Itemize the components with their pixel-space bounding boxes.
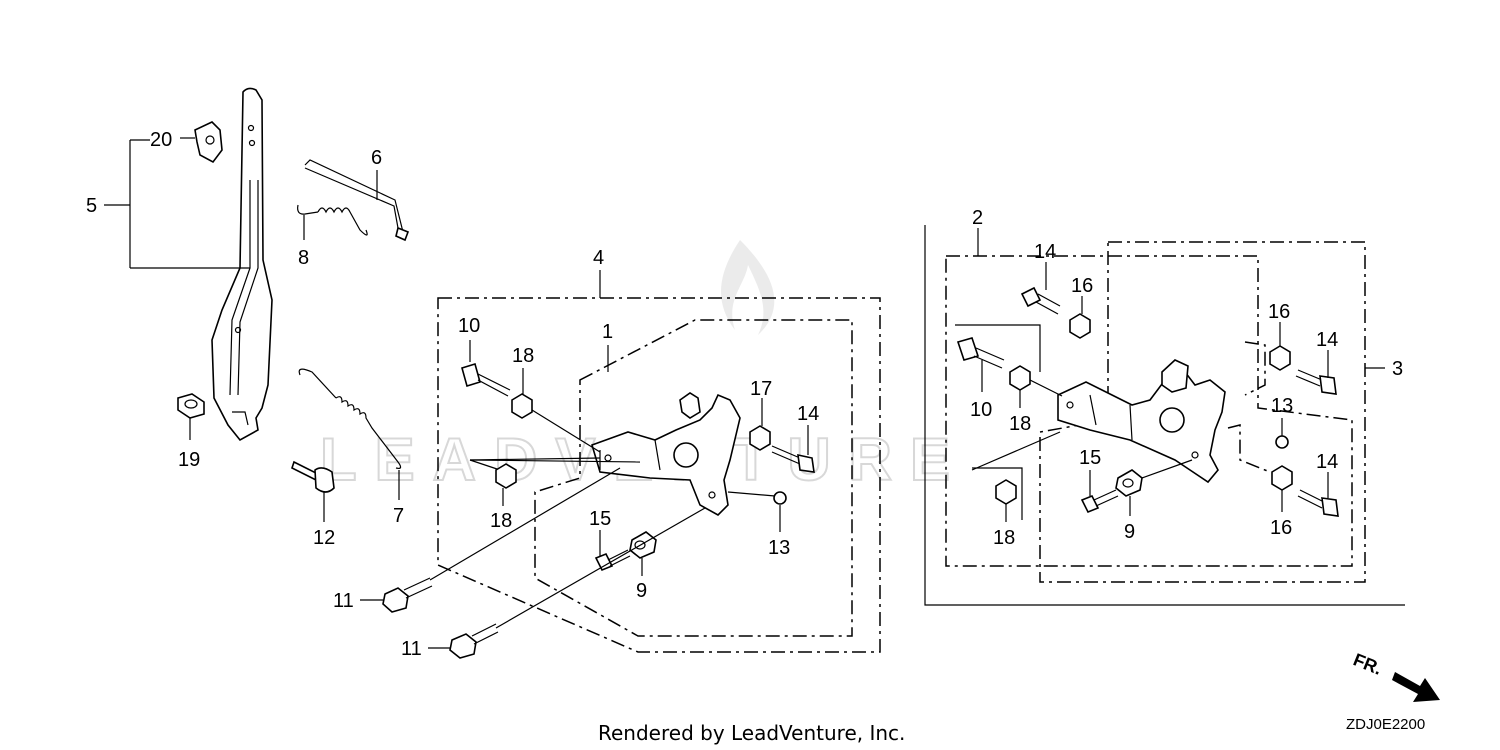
control-lever-part[interactable] bbox=[211, 87, 273, 442]
callout-16a[interactable]: 16 bbox=[1071, 275, 1093, 297]
callout-11a[interactable]: 11 bbox=[333, 590, 354, 612]
bolt-14-mid-part[interactable] bbox=[771, 445, 815, 473]
callout-16b[interactable]: 16 bbox=[1268, 301, 1290, 323]
bolt-11-lower-part[interactable] bbox=[449, 623, 499, 659]
callout-10a[interactable]: 10 bbox=[458, 315, 480, 337]
callout-2[interactable]: 2 bbox=[972, 207, 983, 229]
pivot-bolt-part[interactable] bbox=[291, 460, 335, 493]
callout-1[interactable]: 1 bbox=[602, 321, 613, 343]
callout-19[interactable]: 19 bbox=[178, 449, 200, 471]
callout-13a[interactable]: 13 bbox=[768, 537, 790, 559]
assembly-1-outline bbox=[534, 319, 853, 637]
callout-7[interactable]: 7 bbox=[393, 505, 404, 527]
callout-14d[interactable]: 14 bbox=[1316, 451, 1338, 473]
bolt-14-right-upper-part[interactable] bbox=[1295, 369, 1337, 395]
callout-10b[interactable]: 10 bbox=[970, 399, 992, 421]
screw-15-right-part[interactable] bbox=[1080, 489, 1119, 514]
clip-13-right-part[interactable] bbox=[1275, 435, 1289, 449]
callout-11b[interactable]: 11 bbox=[401, 638, 422, 660]
callout-20[interactable]: 20 bbox=[150, 129, 172, 151]
callout-16c[interactable]: 16 bbox=[1270, 517, 1292, 539]
bolt-14-right-lower-part[interactable] bbox=[1297, 489, 1339, 517]
arrow-icon bbox=[1392, 672, 1440, 702]
assembly-4-outline bbox=[437, 297, 881, 653]
callout-17[interactable]: 17 bbox=[750, 378, 772, 400]
footer-credit: Rendered by LeadVenture, Inc. bbox=[598, 721, 905, 745]
control-bracket-right-part[interactable] bbox=[1057, 359, 1226, 484]
nut-16-top-part[interactable] bbox=[1069, 313, 1091, 339]
nut-18-right-upper-part[interactable] bbox=[1009, 365, 1031, 391]
callout-18d[interactable]: 18 bbox=[993, 527, 1015, 549]
nut-16-right-part[interactable] bbox=[1269, 345, 1291, 371]
callout-13b[interactable]: 13 bbox=[1271, 395, 1293, 417]
nut-18-right-lower-part[interactable] bbox=[995, 479, 1017, 505]
choke-rod-part[interactable] bbox=[304, 159, 410, 242]
callout-14c[interactable]: 14 bbox=[1316, 329, 1338, 351]
bolt-10-right-part[interactable] bbox=[956, 337, 1005, 369]
callout-15b[interactable]: 15 bbox=[1079, 447, 1101, 469]
callout-14a[interactable]: 14 bbox=[797, 403, 819, 425]
callout-12[interactable]: 12 bbox=[313, 527, 335, 549]
callout-18a[interactable]: 18 bbox=[512, 345, 534, 367]
callout-9b[interactable]: 9 bbox=[1124, 521, 1135, 543]
governor-spring-part[interactable] bbox=[298, 368, 402, 469]
watermark-flame-icon bbox=[721, 240, 775, 335]
collar-9-mid-part[interactable] bbox=[629, 531, 657, 559]
screw-15-mid-part[interactable] bbox=[594, 549, 631, 572]
small-spring-part[interactable] bbox=[297, 204, 368, 236]
nut-18-lower-part[interactable] bbox=[495, 463, 517, 489]
bolt-10-part[interactable] bbox=[461, 362, 511, 397]
callout-18c[interactable]: 18 bbox=[1009, 413, 1031, 435]
bolt-11-upper-part[interactable] bbox=[382, 577, 433, 613]
callout-6[interactable]: 6 bbox=[371, 147, 382, 169]
callout-9a[interactable]: 9 bbox=[636, 580, 647, 602]
callout-5[interactable]: 5 bbox=[86, 195, 97, 217]
callout-15a[interactable]: 15 bbox=[589, 508, 611, 530]
bolt-14-right-top-part[interactable] bbox=[1020, 286, 1061, 315]
nut-16-right-lower-part[interactable] bbox=[1271, 465, 1293, 491]
flange-nut-part[interactable] bbox=[177, 393, 205, 419]
direction-label: FR. bbox=[1350, 649, 1384, 678]
diagram-code: ZDJ0E2200 bbox=[1346, 716, 1425, 733]
callout-18b[interactable]: 18 bbox=[490, 510, 512, 532]
callout-3[interactable]: 3 bbox=[1392, 358, 1403, 380]
cable-clip-part[interactable] bbox=[194, 121, 223, 164]
collar-9-right-part[interactable] bbox=[1115, 469, 1143, 497]
clip-13-part[interactable] bbox=[773, 491, 787, 505]
callout-4[interactable]: 4 bbox=[593, 247, 604, 269]
callout-8[interactable]: 8 bbox=[298, 247, 309, 269]
right-frame bbox=[924, 225, 1405, 606]
assembly-2-outline bbox=[945, 255, 1353, 567]
nut-17-part[interactable] bbox=[749, 425, 771, 451]
callout-14b[interactable]: 14 bbox=[1034, 241, 1056, 263]
nut-18-upper-part[interactable] bbox=[511, 393, 533, 419]
front-direction-arrow: FR. bbox=[1350, 649, 1440, 702]
control-base-bracket-part[interactable] bbox=[591, 392, 741, 516]
